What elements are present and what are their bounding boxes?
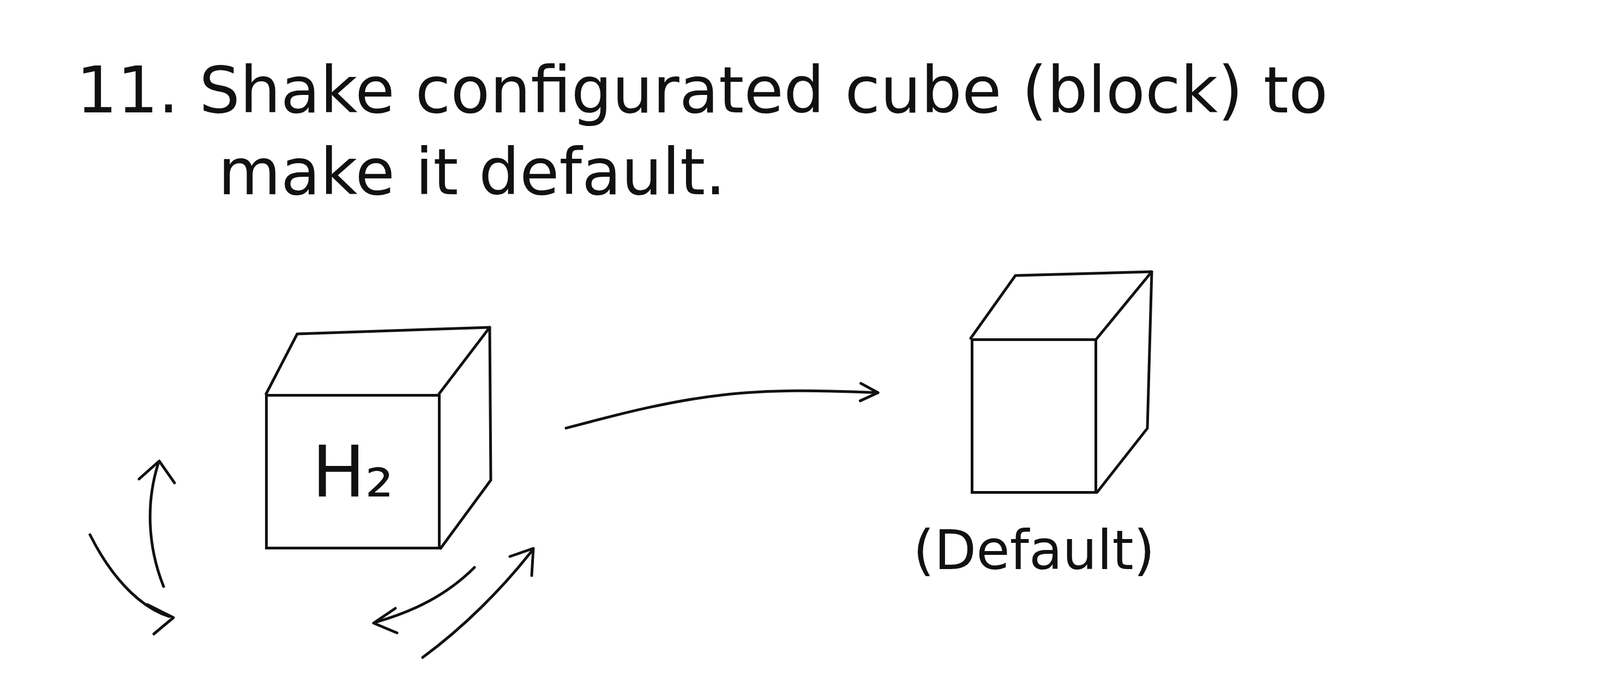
shake-arrow	[149, 463, 164, 587]
cube-front-face: H₂	[265, 393, 441, 550]
cube-label: H₂	[311, 430, 394, 514]
shake-arrow	[422, 550, 532, 658]
transform-arrow	[566, 390, 878, 428]
cube-side-face	[440, 327, 491, 549]
cube-top-face	[266, 327, 490, 394]
cube-top-face	[970, 271, 1152, 340]
cube-caption: (Default)	[912, 518, 1155, 582]
shake-arrow	[373, 608, 398, 633]
default-cube-face: (Default)	[970, 338, 1098, 494]
shake-arrow	[139, 460, 175, 483]
shake-arrow	[147, 604, 174, 634]
shake-arrow	[509, 548, 534, 576]
shake-arrow	[89, 534, 170, 617]
cube-side-face	[1097, 271, 1152, 492]
shake-arrow	[376, 567, 475, 622]
diagram-title: 11. Shake configurated cube (block) to m…	[76, 49, 1517, 213]
